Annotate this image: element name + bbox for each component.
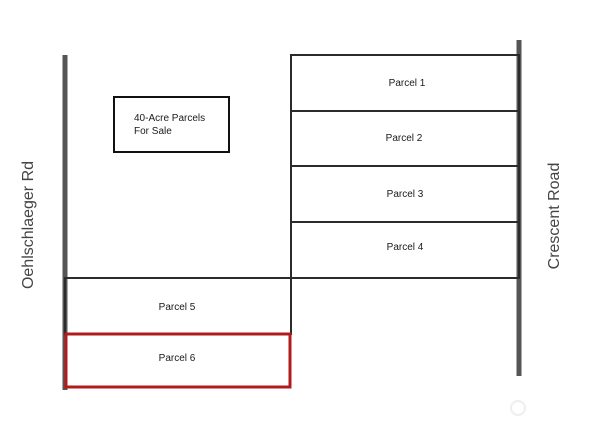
parcel-2-label: Parcel 2 bbox=[386, 133, 423, 144]
parcel-3-label: Parcel 3 bbox=[387, 189, 424, 200]
sale-note-box bbox=[113, 96, 230, 153]
east-road-label: Crescent Road bbox=[546, 163, 563, 270]
faint-circle-mark bbox=[510, 400, 526, 416]
sale-note-line2: For Sale bbox=[134, 126, 172, 137]
parcel-4-label: Parcel 4 bbox=[387, 242, 424, 253]
parcel-5-label: Parcel 5 bbox=[159, 302, 196, 313]
west-road-label: Oehlschlaeger Rd bbox=[20, 161, 37, 289]
sale-note-line1: 40-Acre Parcels bbox=[134, 113, 205, 124]
parcel-6-label: Parcel 6 bbox=[159, 353, 196, 364]
parcel-6[interactable] bbox=[64, 332, 292, 389]
parcel-1-label: Parcel 1 bbox=[389, 78, 426, 89]
